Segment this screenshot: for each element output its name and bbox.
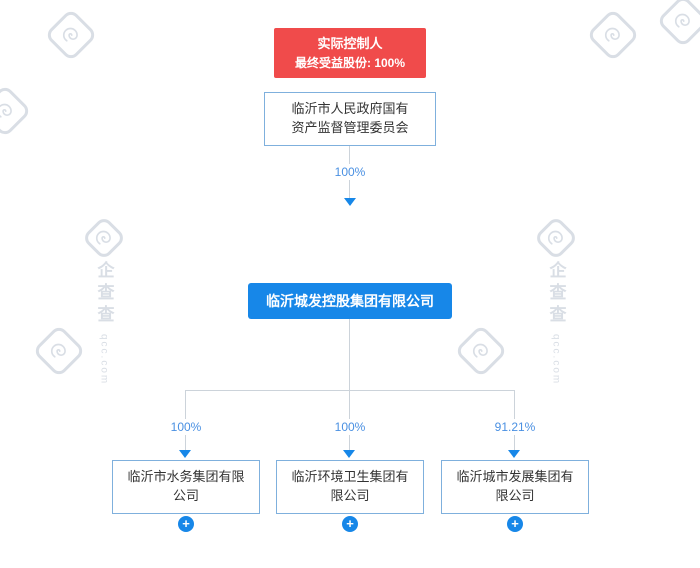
- controller-company-node[interactable]: 临沂市人民政府国有资产监督管理委员会: [264, 92, 436, 146]
- subsidiary-name: 临沂城市发展集团有限公司: [456, 469, 574, 503]
- qcc-watermark: [586, 8, 640, 62]
- plus-icon: +: [346, 516, 354, 531]
- qcc-logo-icon: [454, 324, 508, 378]
- subsidiary-name: 临沂市水务集团有限公司: [127, 469, 245, 503]
- qcc-logo-icon: [81, 215, 127, 261]
- arrow-down-icon: [179, 450, 191, 458]
- qcc-watermark: [454, 324, 508, 378]
- plus-icon: +: [182, 516, 190, 531]
- watermark-site-text: qcc.com: [98, 334, 110, 386]
- connector-branch-bar: [186, 390, 515, 391]
- qcc-logo-icon: [44, 8, 98, 62]
- arrow-down-icon: [344, 198, 356, 206]
- arrow-down-icon: [508, 450, 520, 458]
- percent-label-subsidiary-3: 91.21%: [489, 419, 541, 435]
- expand-button[interactable]: +: [178, 516, 194, 532]
- watermark-site-text: qcc.com: [550, 334, 562, 386]
- subsidiary-node-1[interactable]: 临沂市水务集团有限公司: [112, 460, 260, 514]
- qcc-watermark: [656, 0, 700, 48]
- parent-company-node[interactable]: 临沂城发控股集团有限公司: [248, 283, 452, 319]
- parent-company-name: 临沂城发控股集团有限公司: [266, 293, 434, 309]
- plus-icon: +: [511, 516, 519, 531]
- subsidiary-node-3[interactable]: 临沂城市发展集团有限公司: [441, 460, 589, 514]
- qcc-logo-icon: [32, 324, 86, 378]
- qcc-watermark: 企查查 qcc.com: [81, 215, 127, 386]
- connector-parent-stem: [349, 319, 350, 390]
- qcc-logo-icon: [533, 215, 579, 261]
- expand-button[interactable]: +: [342, 516, 358, 532]
- percent-label-subsidiary-2: 100%: [329, 419, 371, 435]
- qcc-logo-icon: [656, 0, 700, 48]
- subsidiary-node-2[interactable]: 临沂环境卫生集团有限公司: [276, 460, 424, 514]
- watermark-brand-text: 企查查: [546, 261, 566, 327]
- expand-button[interactable]: +: [507, 516, 523, 532]
- percent-label-subsidiary-1: 100%: [165, 419, 207, 435]
- qcc-watermark: [44, 8, 98, 62]
- qcc-watermark: [0, 84, 32, 138]
- percent-label-controller: 100%: [329, 164, 371, 180]
- actual-controller-badge: 实际控制人 最终受益股份: 100%: [274, 28, 426, 78]
- actual-controller-title: 实际控制人: [317, 36, 383, 51]
- watermark-brand-text: 企查查: [94, 261, 114, 327]
- beneficial-share-label: 最终受益股份: 100%: [294, 55, 406, 70]
- subsidiary-name: 临沂环境卫生集团有限公司: [291, 469, 409, 503]
- arrow-down-icon: [343, 450, 355, 458]
- qcc-watermark: [32, 324, 86, 378]
- qcc-watermark: 企查查 qcc.com: [533, 215, 579, 386]
- qcc-logo-icon: [0, 84, 32, 138]
- controller-company-name: 临沂市人民政府国有资产监督管理委员会: [291, 101, 409, 135]
- qcc-logo-icon: [586, 8, 640, 62]
